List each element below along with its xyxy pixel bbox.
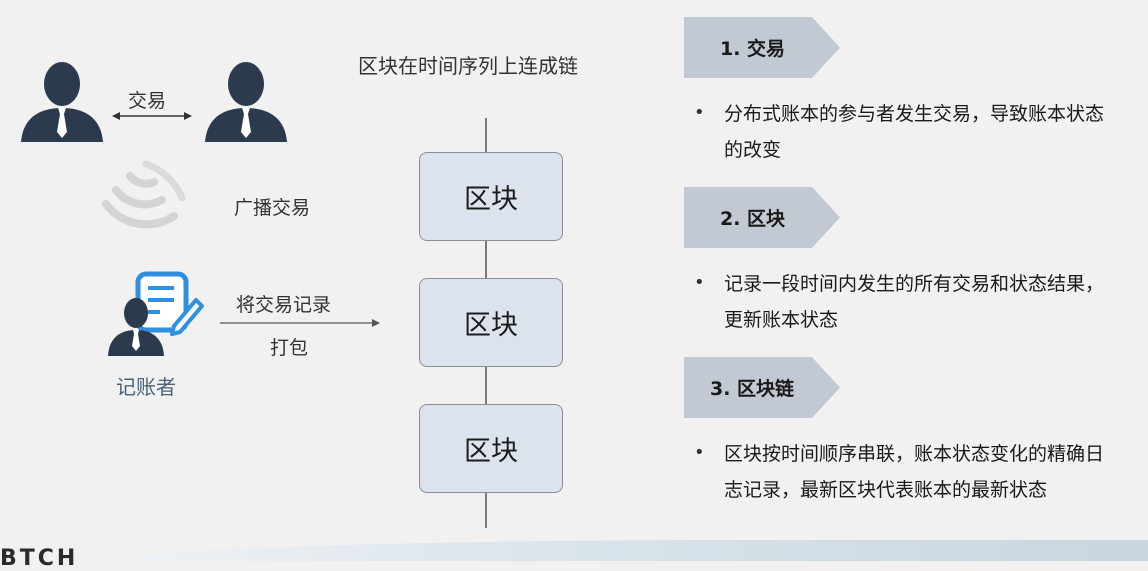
footer-logo: BTCH [0, 546, 79, 571]
bullet-transaction: 分布式账本的参与者发生交易，导致账本状态的改变 [724, 103, 1105, 161]
recorder-person-icon [108, 298, 164, 356]
tag-blockchain: 3. 区块链 [684, 357, 840, 418]
bullet-block: 记录一段时间内发生的所有交易和状态结果，更新账本状态 [724, 273, 1105, 331]
recorder-label: 记账者 [116, 375, 176, 399]
pack-label-line2: 打包 [270, 337, 309, 359]
pack-arrow [220, 319, 380, 327]
tag-transaction: 1. 交易 [684, 17, 840, 78]
double-arrow [112, 112, 192, 120]
pack-label-line1: 将交易记录 [236, 294, 332, 316]
document-edit-icon [135, 271, 204, 336]
person-icon [21, 62, 103, 142]
block-2: 区块 [419, 278, 563, 367]
broadcast-label: 广播交易 [234, 197, 311, 219]
person-icon [205, 62, 287, 142]
block-3: 区块 [419, 404, 563, 493]
chain-title: 区块在时间序列上连成链 [358, 54, 578, 78]
tag-block: 2. 区块 [684, 187, 840, 248]
bullet-dot: • [694, 102, 705, 123]
broadcast-icon [102, 160, 186, 229]
bullet-dot: • [694, 272, 705, 293]
bullet-dot: • [694, 442, 705, 463]
footer-decoration [130, 540, 1148, 561]
trade-label: 交易 [128, 90, 167, 112]
bullet-blockchain: 区块按时间顺序串联，账本状态变化的精确日志记录，最新区块代表账本的最新状态 [724, 443, 1105, 501]
block-1: 区块 [419, 152, 563, 241]
